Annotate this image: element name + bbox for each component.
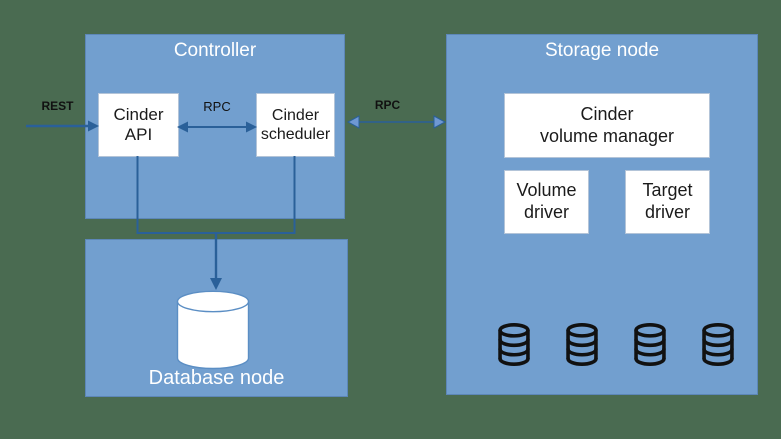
volume-driver-box: Volume driver <box>504 170 589 234</box>
storage-node-title: Storage node <box>544 40 660 61</box>
rpc-arrow-external <box>346 115 447 129</box>
cinder-api-box: Cinder API <box>98 93 179 157</box>
database-cylinder-icon <box>176 290 250 370</box>
target-driver-label: Target driver <box>642 180 693 222</box>
controller-node-title: Controller <box>173 40 257 61</box>
cinder-scheduler-box: Cinder scheduler <box>256 93 335 157</box>
target-driver-box: Target driver <box>625 170 710 234</box>
disk-stack-icon <box>498 323 530 366</box>
volume-driver-label: Volume driver <box>516 180 577 222</box>
storage-node: Storage node Cinder volume manager Volum… <box>446 34 758 395</box>
rest-label: REST <box>41 99 74 113</box>
controller-node: Controller Cinder API Cinder scheduler <box>85 34 345 219</box>
rpc-external-label: RPC <box>374 98 401 112</box>
database-node: Database node <box>85 239 348 397</box>
database-node-title: Database node <box>148 367 285 389</box>
cinder-volume-manager-box: Cinder volume manager <box>504 93 710 158</box>
disk-stack-icon <box>702 323 734 366</box>
disk-stack-icon <box>566 323 598 366</box>
cinder-scheduler-label: Cinder scheduler <box>260 106 331 143</box>
disk-row <box>496 323 736 366</box>
cinder-api-label: Cinder API <box>113 104 164 144</box>
rpc-internal-label: RPC <box>203 99 231 114</box>
cinder-volume-manager-label: Cinder volume manager <box>539 103 675 146</box>
disk-stack-icon <box>634 323 666 366</box>
